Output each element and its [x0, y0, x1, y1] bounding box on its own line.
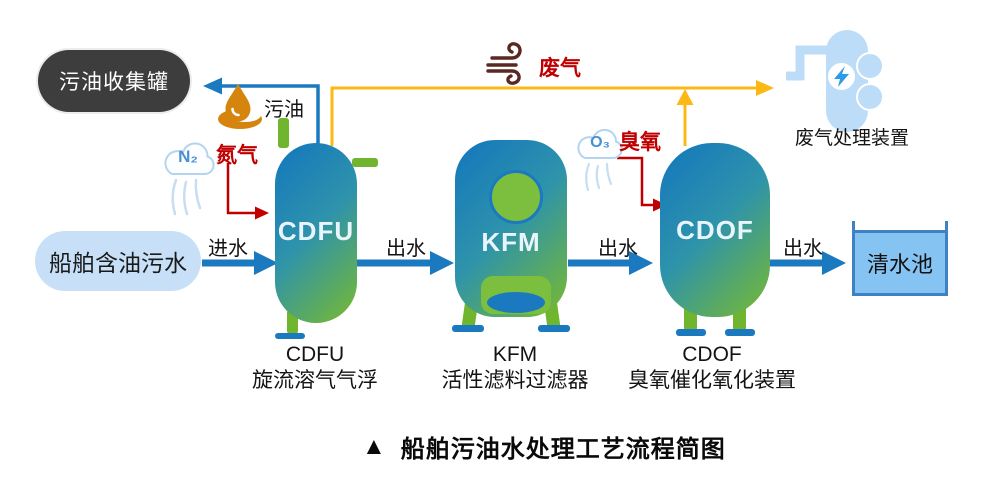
outlet-label-3: 出水	[783, 238, 823, 260]
gas-device-port-top	[856, 52, 884, 80]
lightning-bolt-icon	[828, 63, 855, 90]
kfm-caption-name: 活性滤料过滤器	[441, 369, 589, 392]
cdfu-foot	[275, 333, 305, 339]
title-marker-icon: ▲	[362, 432, 387, 460]
clean-pool-wall-left	[852, 221, 855, 231]
tank-cdfu: CDFU	[275, 143, 357, 323]
title-text: 船舶污油水处理工艺流程简图	[400, 436, 726, 463]
cdfu-caption-name: 旋流溶气气浮	[252, 369, 378, 392]
kfm-foot-left	[452, 325, 484, 332]
kfm-bottom-opening	[487, 292, 545, 313]
cdfu-leg	[287, 310, 298, 334]
kfm-caption-abbr: KFM	[492, 343, 538, 366]
clean-pool-node: 清水池	[852, 230, 948, 296]
gas-device-label: 废气处理装置	[794, 128, 910, 149]
outlet-label-2: 出水	[598, 238, 638, 260]
waste-gas-label: 废气	[539, 57, 581, 80]
feed-water-label: 船舶含油污水	[49, 250, 187, 276]
tank-cdof-label: CDOF	[676, 215, 754, 245]
nitrogen-label: 氮气	[216, 144, 258, 167]
cdfu-right-nozzle	[352, 158, 378, 167]
device-pipe	[786, 45, 827, 81]
outlet-label-1: 出水	[386, 238, 426, 260]
tank-cdof: CDOF	[660, 143, 770, 317]
tank-kfm-label: KFM	[481, 227, 541, 257]
waste-gas-line-cdof	[676, 89, 694, 146]
oil-collection-tank-label: 污油收集罐	[59, 71, 169, 94]
inlet-label: 进水	[208, 238, 248, 260]
ozone-label: 臭氧	[619, 131, 661, 154]
cdfu-caption-abbr: CDFU	[285, 343, 345, 366]
cdof-caption-abbr: CDOF	[682, 343, 742, 366]
cdfu-top-left-nozzle	[278, 118, 289, 148]
o3-symbol: O₃	[590, 134, 610, 151]
feed-water-node: 船舶含油污水	[35, 231, 201, 291]
cdof-foot-left	[676, 329, 706, 336]
cdof-foot-right	[725, 329, 755, 336]
figure-title: ▲ 船舶污油水处理工艺流程简图	[362, 429, 726, 464]
tank-cdfu-label: CDFU	[277, 216, 355, 246]
waste-gas-line-cdfu	[330, 80, 774, 146]
kfm-foot-right	[538, 325, 570, 332]
oil-drop-icon	[218, 84, 262, 129]
wind-icon	[486, 42, 522, 85]
waste-oil-label: 污油	[264, 99, 304, 121]
cdof-caption-name: 臭氧催化氧化装置	[628, 369, 796, 392]
clean-pool-wall-right	[945, 221, 948, 231]
nitrogen-dosing-arrow	[226, 163, 269, 220]
kfm-porthole	[489, 170, 543, 224]
gas-device-port-bottom	[856, 83, 884, 111]
clean-pool-label: 清水池	[866, 252, 933, 277]
n2-symbol: N₂	[178, 147, 198, 166]
oil-collection-tank: 污油收集罐	[38, 50, 190, 112]
